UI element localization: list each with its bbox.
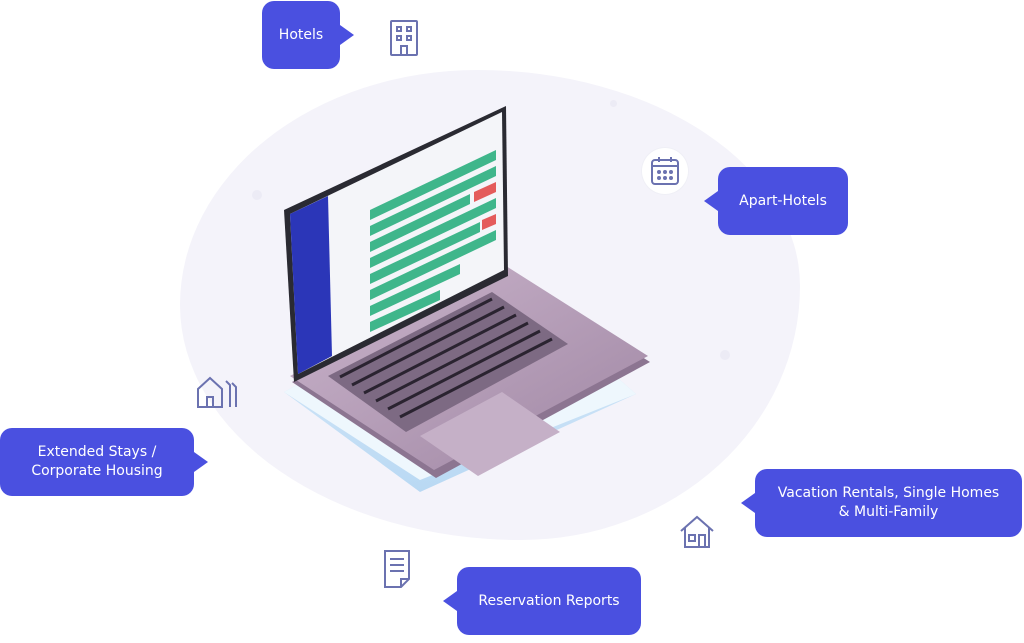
calendar-booking-red	[482, 214, 496, 230]
app-sidebar	[290, 196, 332, 374]
decor-dot	[252, 190, 262, 200]
building-icon	[380, 14, 428, 62]
hotels-bubble: Hotels	[262, 1, 354, 69]
document-icon	[374, 546, 420, 592]
house-icon	[674, 508, 720, 554]
hotels-label: Hotels	[278, 26, 324, 43]
extended-stays-label-line2: Corporate Housing	[31, 463, 163, 479]
vacation-rentals-label-line1: Vacation Rentals, Single Homes	[777, 485, 1000, 501]
laptop-illustration	[270, 100, 650, 500]
decor-dot	[610, 100, 617, 107]
decor-dot	[720, 350, 730, 360]
laptop-screen	[284, 106, 508, 382]
extended-stays-bubble: Extended Stays / Corporate Housing	[0, 428, 208, 496]
trackpad	[420, 392, 560, 476]
reservation-reports-bubble: Reservation Reports	[443, 567, 641, 635]
extended-stays-label-line1: Extended Stays /	[37, 444, 157, 460]
reservation-reports-label: Reservation Reports	[478, 592, 620, 609]
apart-hotels-bubble: Apart-Hotels	[704, 167, 848, 235]
calendar-bookings	[370, 150, 496, 332]
keyboard	[339, 297, 553, 419]
apart-hotels-label: Apart-Hotels	[739, 192, 827, 209]
vacation-rentals-bubble: Vacation Rentals, Single Homes & Multi-F…	[741, 469, 1022, 537]
calendar-booking-red	[474, 182, 496, 202]
vacation-rentals-label-line2: & Multi-Family	[838, 504, 939, 520]
calendar-icon	[642, 148, 688, 194]
house-multi-icon	[192, 368, 240, 414]
laptop-body	[290, 266, 650, 478]
